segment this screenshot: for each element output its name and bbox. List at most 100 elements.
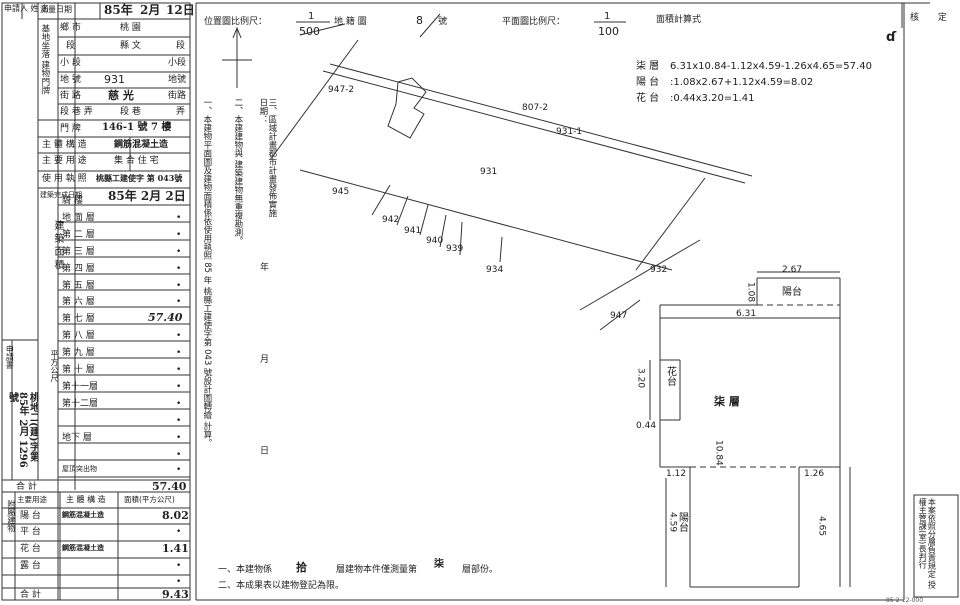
- parcel-label: 939: [446, 244, 464, 254]
- bottom-note-1c: 層建物本件僅測量第: [336, 565, 418, 575]
- dim-label: 4.59: [667, 512, 678, 533]
- bottom-note-1d: 柒: [434, 559, 444, 570]
- floor-row: 第 九 層: [62, 348, 95, 358]
- main-use-value: 集 合 住 宅: [114, 156, 159, 166]
- dim-label: 10.84: [713, 440, 724, 466]
- floor-row: 第 六 層: [62, 297, 95, 307]
- completion-label: 建築完成日期: [40, 191, 82, 199]
- total-value: 57.40: [152, 480, 187, 493]
- floor-row: 第 八 層: [62, 331, 95, 341]
- calc-formula: :0.44x3.20=1.41: [670, 93, 755, 104]
- applicant-label: 申請人 姓 名: [4, 4, 50, 13]
- plan-scale-num: 1: [604, 11, 611, 22]
- parcel-label: 934: [486, 265, 504, 275]
- dim-label: 1.08: [745, 282, 756, 303]
- location-scale-den: 500: [299, 25, 320, 38]
- row-label-township: 鄉 市: [60, 23, 81, 33]
- calc-formula: :1.08x2.67+1.12x4.59=8.02: [670, 77, 814, 88]
- attach-row-area: 1.41: [162, 542, 189, 555]
- building-location-label: 基地坐落 建物門牌: [39, 24, 50, 95]
- location-scale-label: 位置圖比例尺：: [204, 17, 268, 27]
- floor-row: 第十一層: [62, 382, 99, 392]
- dim-label: 6.31: [736, 309, 757, 319]
- location-scale-num: 1: [308, 11, 315, 22]
- floor-row: 騎 樓: [62, 196, 83, 206]
- permit-value: 桃縣工建使字 第 043號: [96, 173, 183, 183]
- flower-bed-label: 花台: [664, 366, 676, 386]
- bottom-note-1b: 拾: [296, 561, 307, 574]
- floor-row: 第 二 層: [62, 230, 95, 240]
- dim-label: 0.44: [636, 421, 657, 431]
- permit-label: 使 用 執 照: [42, 174, 87, 184]
- note-2: 二、本建建物與 建築建物無重複勘測。: [232, 98, 243, 246]
- floor-row: 第 十 層: [62, 365, 95, 375]
- completion-value: 85年 2月 2日: [108, 189, 186, 203]
- check-label: 核 定: [910, 13, 955, 23]
- bottom-note-2: 二、本成果表以建物登記為限。: [218, 581, 345, 591]
- attach-row-use: 平 台: [20, 527, 41, 537]
- main-floor-label: 柒 層: [714, 395, 740, 408]
- floor-row: 第 三 層: [62, 247, 95, 257]
- floor-row: 屋頂突出物: [62, 465, 97, 473]
- attach-row-structure: 鋼筋混凝土造: [62, 511, 104, 519]
- attach-total-value: 9.43: [162, 588, 189, 601]
- row-suffix-subsection: 小段: [168, 58, 187, 68]
- attach-row-structure: 鋼筋混凝土造: [62, 544, 104, 552]
- bottom-note-1a: 一、本建物係: [218, 565, 273, 575]
- row-label-lot: 地 號: [60, 75, 81, 85]
- attach-total-label: 合 計: [20, 590, 41, 600]
- attachment-side-label: 附屬建物: [6, 500, 16, 532]
- area-calc-label: 面積計算式: [656, 15, 702, 25]
- bottom-note-1e: 層部份。: [462, 565, 499, 575]
- row-suffix-section: 段: [176, 41, 186, 51]
- row-suffix-lane: 弄: [176, 107, 186, 117]
- attach-row-use: 陽 台: [20, 511, 41, 521]
- side-stamp: 桃地二(建)字第 85年 2月 1296號: [6, 392, 38, 468]
- row-label-street: 街 路: [60, 91, 81, 101]
- parcel-label: 941: [404, 226, 422, 236]
- row-label-door: 門 牌: [60, 124, 81, 134]
- parcel-label: 940: [426, 236, 444, 246]
- parcel-label: 947: [610, 311, 628, 321]
- row-value-door: 146-1 號 7 樓: [102, 122, 172, 133]
- attach-header-area: 面積(平方公尺): [124, 495, 175, 504]
- total-label: 合 計: [16, 482, 37, 492]
- area-unit-label: 平方公尺: [50, 350, 59, 382]
- parcel-label: 931: [480, 167, 498, 177]
- floor-row: 地下 層: [62, 433, 92, 443]
- row-value-street: 慈 光: [108, 89, 134, 102]
- calc-name: 柒 層: [636, 61, 660, 72]
- row-label-lane: 段 巷 弄: [60, 107, 93, 117]
- row-value-section: 縣 文: [120, 41, 141, 51]
- balcony-top-label: 陽台: [782, 287, 802, 298]
- floor-row: 地 面 層: [62, 213, 95, 223]
- parcel-label: 947-2: [328, 85, 355, 95]
- survey-year: 85年: [104, 3, 133, 17]
- row-suffix-street: 街路: [168, 91, 187, 101]
- row-value-lane: 段 巷: [120, 107, 141, 117]
- survey-date-label: 測量日期: [40, 5, 72, 14]
- row-label-subsection: 小 段: [60, 58, 81, 68]
- footer-code: 85-2-12-000: [886, 597, 924, 604]
- note-3-date: 年 月 日: [258, 262, 268, 495]
- balcony-bottom-label: 陽台: [676, 512, 688, 532]
- note-1: 一、本建物平面圖及建物面積係依使用執照 85 年 桃縣工建使字第 043 號設計…: [201, 98, 212, 448]
- calc-name: 花 台: [636, 93, 660, 104]
- floor-row: 第 七 層: [62, 314, 95, 324]
- structure-value: 鋼筋混凝土造: [114, 140, 169, 150]
- structure-label: 主 體 構 造: [42, 140, 87, 150]
- dim-label: 2.67: [782, 265, 803, 275]
- dim-label: 1.26: [804, 469, 825, 479]
- attach-header-structure: 主 體 構 造: [66, 495, 106, 504]
- row-value-lot: 931: [104, 73, 125, 86]
- floor-row: 第 五 層: [62, 281, 95, 291]
- plan-scale-label: 平面圖比例尺：: [502, 17, 566, 27]
- parcel-label: 945: [332, 187, 350, 197]
- parcel-label: 932: [650, 265, 668, 275]
- row-suffix-lot: 地號: [168, 75, 187, 85]
- attach-row-area: 8.02: [162, 509, 189, 522]
- calc-name: 陽 台: [636, 77, 660, 88]
- survey-day: 12日: [166, 3, 195, 17]
- floor-row: 第十二層: [62, 399, 99, 409]
